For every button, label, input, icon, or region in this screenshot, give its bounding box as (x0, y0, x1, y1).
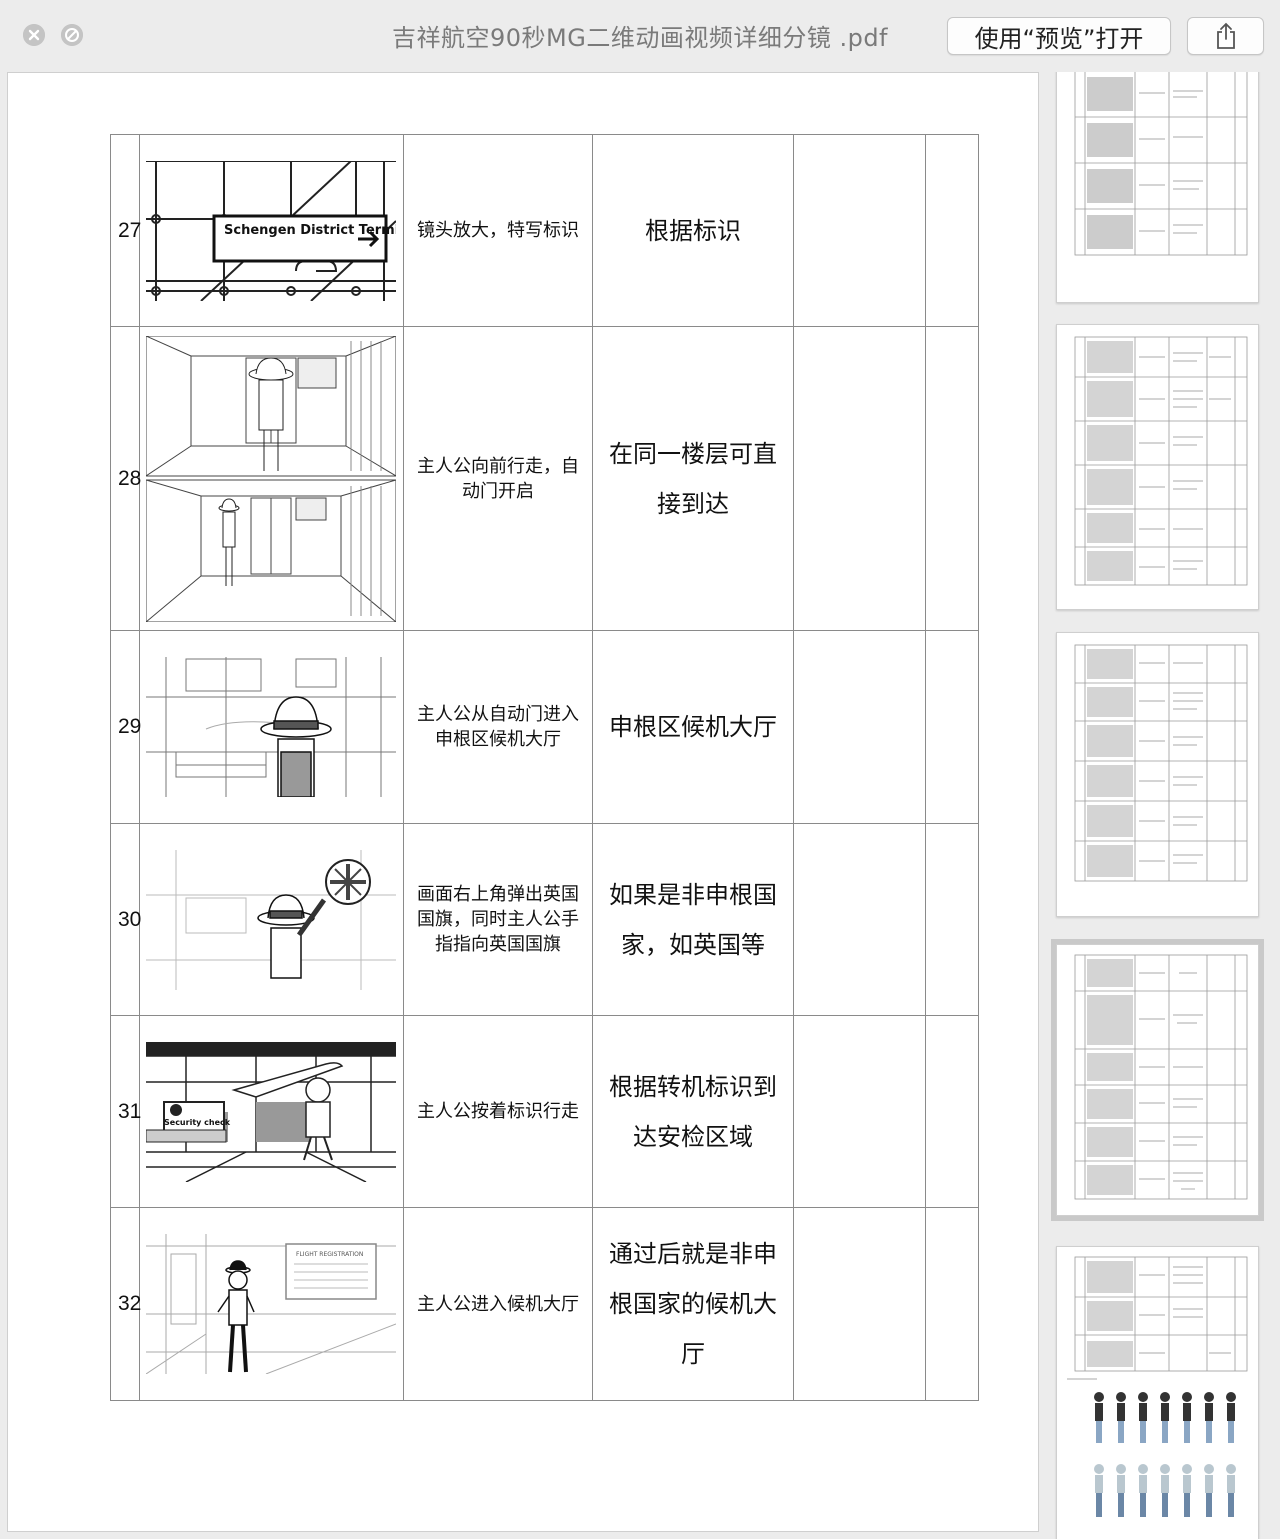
empty-cell (925, 134, 979, 327)
shot-number: 28 (110, 326, 141, 631)
frame-sign-closeup: Schengen District Terminal (146, 160, 396, 301)
document-view[interactable]: 27 (7, 72, 1039, 1532)
shot-voiceover: 在同一楼层可直接到达 (592, 326, 794, 631)
shot-description: 画面右上角弹出英国国旗，同时主人公手指指向英国国旗 (403, 823, 593, 1016)
shot-frame-cell: Security check (139, 1015, 404, 1208)
frame-security-check: Security check (146, 1041, 396, 1182)
page-thumbnail-5[interactable] (1056, 1246, 1259, 1539)
shot-voiceover: 根据标识 (592, 134, 794, 327)
empty-cell (925, 630, 979, 824)
shot-number: 27 (110, 134, 141, 327)
share-button[interactable] (1187, 17, 1264, 55)
document-title: 吉祥航空90秒MG二维动画视频详细分镜 .pdf (391, 24, 889, 52)
empty-cell (925, 1015, 979, 1208)
page-thumbnail-4[interactable] (1051, 939, 1264, 1221)
shot-voiceover: 通过后就是非申根国家的候机大厅 (592, 1207, 794, 1401)
empty-cell (793, 1015, 926, 1208)
shot-description: 主人公按着标识行走 (403, 1015, 593, 1208)
shot-voiceover: 申根区候机大厅 (592, 630, 794, 824)
shot-voiceover: 如果是非申根国家，如英国等 (592, 823, 794, 1016)
shot-frame-cell (139, 326, 404, 631)
shot-number: 31 (110, 1015, 141, 1208)
shot-description: 镜头放大，特写标识 (403, 134, 593, 327)
shot-frame-cell (139, 823, 404, 1016)
table-row: 29 (110, 630, 979, 824)
empty-cell (925, 823, 979, 1016)
frame-door-corridor (146, 335, 396, 622)
empty-cell (793, 823, 926, 1016)
table-row: 31 (110, 1015, 979, 1208)
shot-voiceover: 根据转机标识到达安检区域 (592, 1015, 794, 1208)
thumbnail-sidebar[interactable] (1046, 72, 1280, 1539)
empty-cell (793, 134, 926, 327)
table-row: 28 (110, 326, 979, 631)
shot-number: 29 (110, 630, 141, 824)
empty-cell (793, 630, 926, 824)
page-thumbnail-3[interactable] (1056, 632, 1259, 917)
shot-frame-cell: Schengen District Terminal (139, 134, 404, 327)
shot-frame-cell (139, 630, 404, 824)
page-thumbnail-2[interactable] (1056, 324, 1259, 610)
open-with-preview-button[interactable]: 使用“预览”打开 (947, 17, 1171, 55)
shot-description: 主人公从自动门进入申根区候机大厅 (403, 630, 593, 824)
empty-cell (793, 1207, 926, 1401)
empty-cell (793, 326, 926, 631)
table-row: 30 (110, 823, 979, 1016)
close-icon[interactable] (23, 24, 45, 46)
shot-frame-cell: FLIGHT REGISTRATION (139, 1207, 404, 1401)
page-thumbnail-1[interactable] (1056, 72, 1259, 303)
board-text: FLIGHT REGISTRATION (296, 1251, 363, 1258)
frame-registration: FLIGHT REGISTRATION (146, 1234, 396, 1374)
table-row: 32 (110, 1207, 979, 1401)
share-icon (1216, 22, 1235, 49)
shot-description: 主人公向前行走，自动门开启 (403, 326, 593, 631)
shot-number: 30 (110, 823, 141, 1016)
shot-description: 主人公进入候机大厅 (403, 1207, 593, 1401)
empty-cell (925, 1207, 979, 1401)
security-sign-text: Security check (164, 1118, 231, 1127)
sign-text: Schengen District Terminal (224, 223, 396, 238)
frame-waiting-hall (146, 657, 396, 797)
table-row: 27 (110, 134, 979, 327)
empty-cell (925, 326, 979, 631)
storyboard-table: 27 (110, 134, 979, 1401)
frame-uk-flag (146, 849, 396, 990)
title-bar: 吉祥航空90秒MG二维动画视频详细分镜 .pdf 使用“预览”打开 (0, 0, 1280, 70)
minimize-icon[interactable] (61, 24, 83, 46)
shot-number: 32 (110, 1207, 141, 1401)
